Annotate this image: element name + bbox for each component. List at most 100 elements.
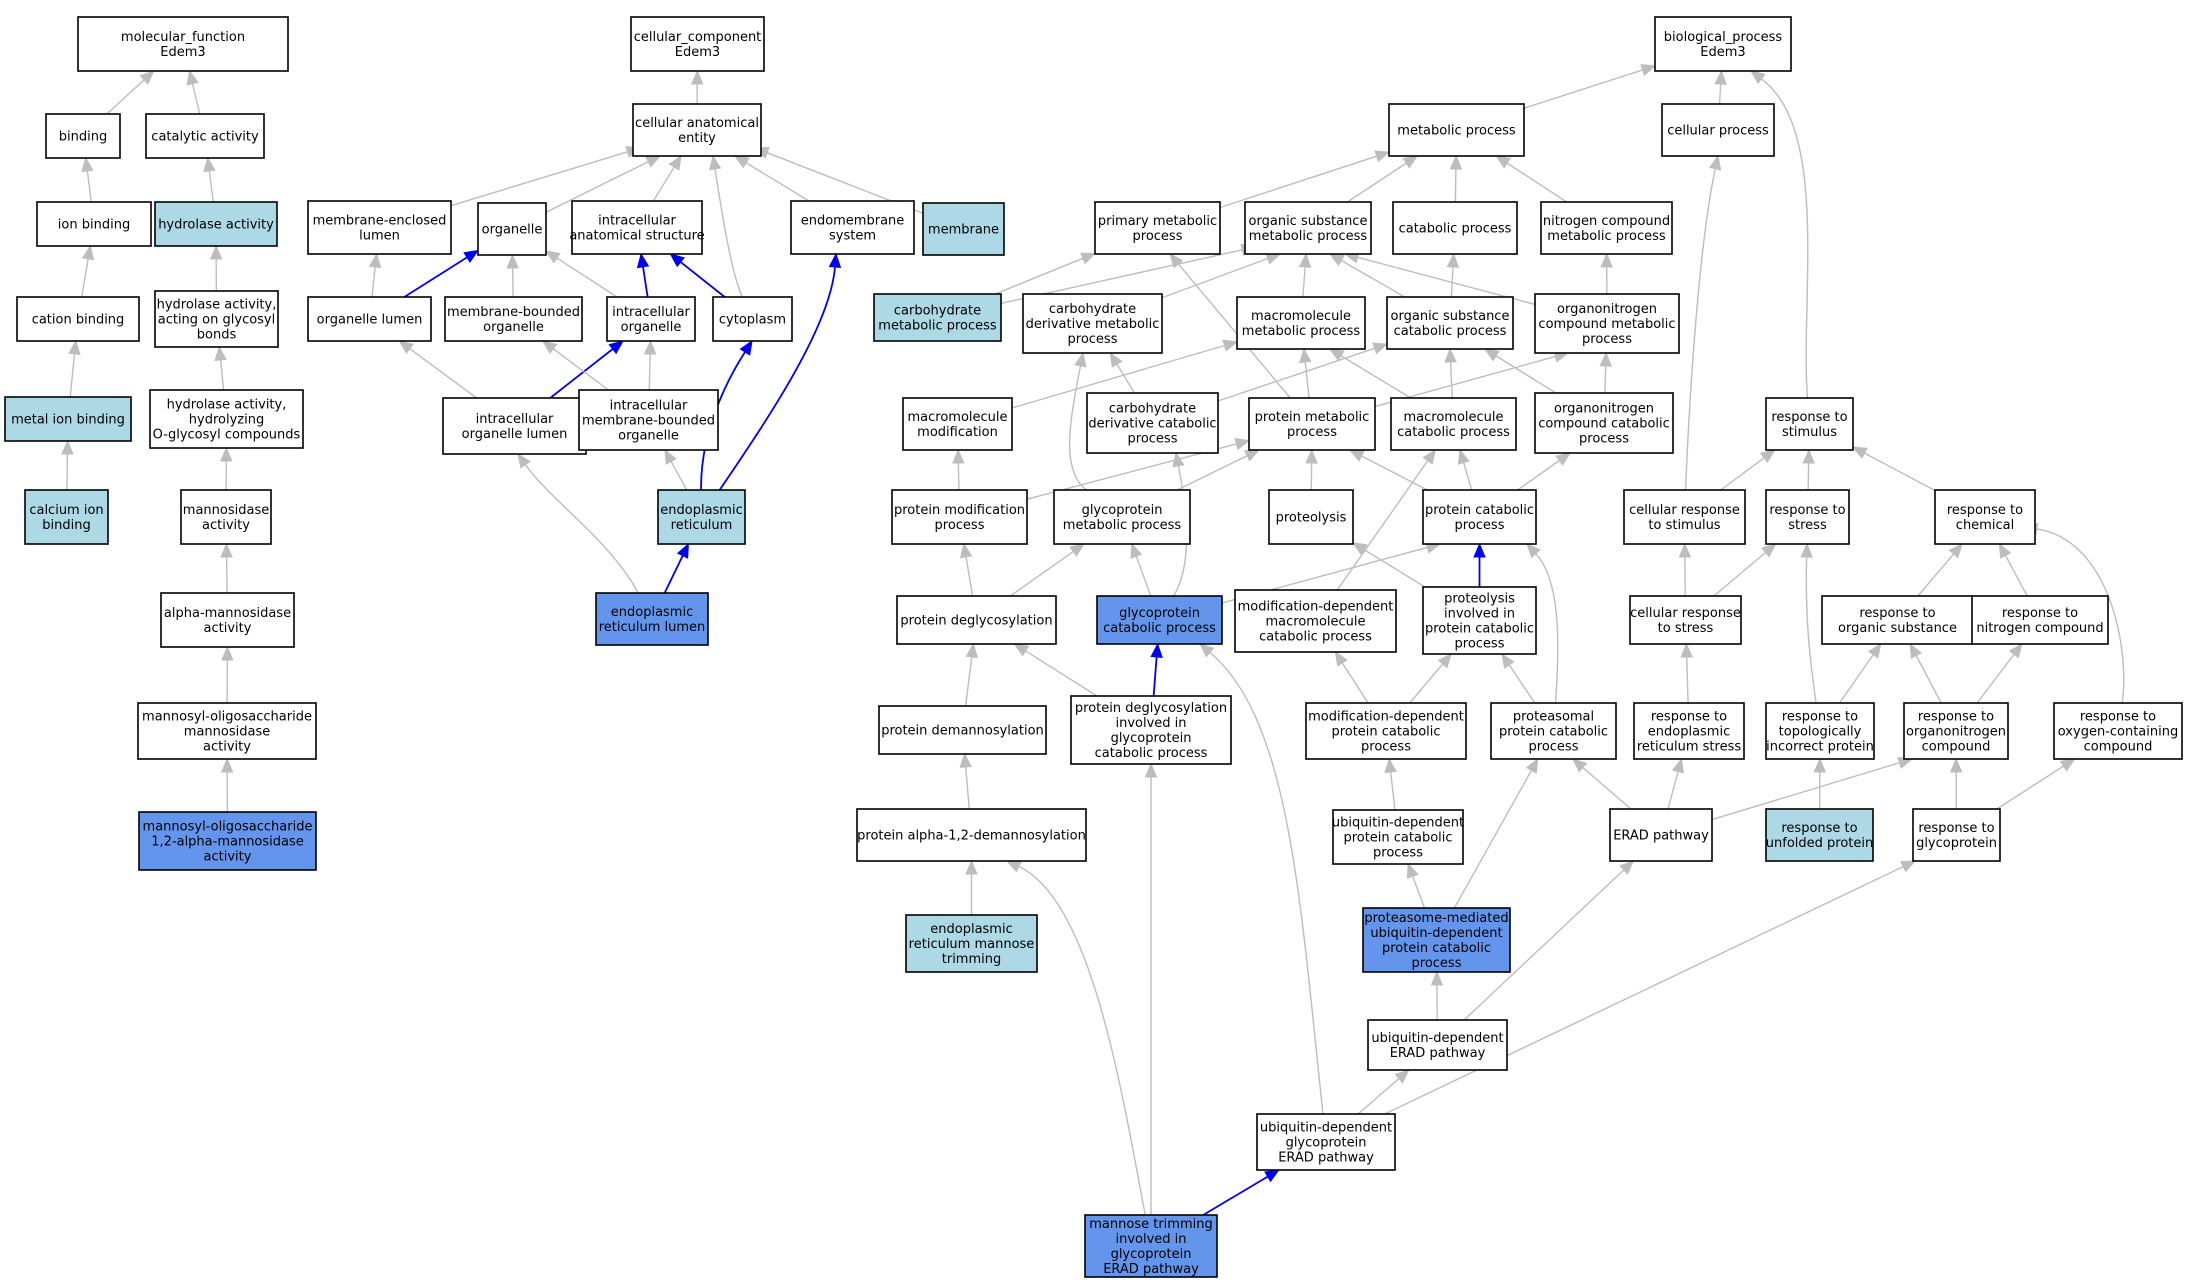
go-term-node-catalytic[interactable]: catalytic activity (145, 113, 265, 159)
arrowhead-icon (965, 642, 978, 659)
go-term-node-hydrolase-oglycosyl[interactable]: hydrolase activity,hydrolyzingO-glycosyl… (149, 389, 304, 449)
go-term-node-cytoplasm[interactable]: cytoplasm (712, 296, 793, 342)
node-box (1609, 808, 1713, 862)
go-term-node-mannosyl-12[interactable]: mannosyl-oligosaccharide1,2-alpha-mannos… (138, 811, 317, 871)
go-term-node-alpha12-demann[interactable]: protein alpha-1,2-demannosylation (856, 808, 1087, 862)
go-term-node-mod-dep-macro-cat[interactable]: modification-dependentmacromoleculecatab… (1234, 589, 1397, 653)
arrowhead-icon (1305, 448, 1318, 464)
edge-line (1711, 762, 1900, 821)
go-term-node-membrane[interactable]: membrane (922, 202, 1005, 256)
arrowhead-icon (1150, 642, 1163, 658)
go-term-node-cation-binding[interactable]: cation binding (16, 296, 140, 342)
arrowhead-icon (1074, 351, 1087, 368)
edge-line (1463, 869, 1625, 1021)
go-term-node-hydrolase[interactable]: hydrolase activity (154, 201, 278, 247)
go-term-node-mannosyl-oligo[interactable]: mannosyl-oligosaccharidemannosidaseactiv… (137, 702, 317, 760)
arrowhead-icon (541, 340, 558, 355)
go-term-node-catabolic[interactable]: catabolic process (1392, 201, 1518, 255)
go-term-node-binding[interactable]: binding (45, 113, 121, 159)
node-box (571, 200, 703, 255)
go-term-node-metabolic[interactable]: metabolic process (1388, 103, 1525, 157)
go-term-node-erad[interactable]: ERAD pathway (1609, 808, 1713, 862)
go-term-node-protein-deglyc[interactable]: protein deglycosylation (896, 595, 1057, 645)
edge-organelle_lumen-to-organelle (403, 249, 480, 298)
edge-line (718, 266, 836, 491)
go-term-node-protein-demann[interactable]: protein demannosylation (878, 705, 1047, 755)
go-term-node-ion-binding[interactable]: ion binding (36, 201, 152, 247)
go-term-node-proteolysis[interactable]: proteolysis (1268, 489, 1354, 545)
node-label-line: binding (42, 518, 90, 533)
go-term-node-proteasome-mediated[interactable]: proteasome-mediatedubiquitin-dependentpr… (1362, 907, 1511, 973)
edge-macro_cat-to-macro_met (1328, 348, 1412, 399)
node-box (1244, 201, 1372, 255)
node-label-line: organic substance (1391, 309, 1510, 324)
go-term-node-cellular-process[interactable]: cellular process (1661, 103, 1775, 157)
node-box (1623, 489, 1746, 545)
edge-intra_organelle-to-organelle (544, 250, 618, 298)
go-term-node-hydrolase-glycosyl[interactable]: hydrolase activity,acting on glycosylbon… (154, 290, 279, 348)
go-term-node-organelle[interactable]: organelle (477, 202, 547, 256)
go-term-node-organelle-lumen[interactable]: organelle lumen (307, 296, 432, 342)
arrowhead-icon (1334, 650, 1348, 667)
go-term-node-metal-ion[interactable]: metal ion binding (4, 396, 132, 442)
node-box (180, 489, 272, 545)
arrowhead-icon (1600, 252, 1613, 268)
node-label-line: Edem3 (1700, 45, 1745, 60)
